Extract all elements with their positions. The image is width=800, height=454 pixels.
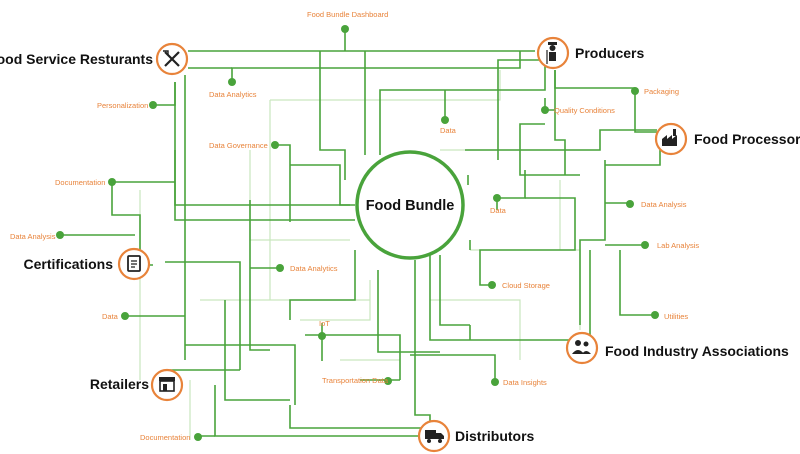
label-documentation-left: Documentation [55, 178, 105, 187]
hub-producers-label: Producers [575, 45, 644, 61]
label-data-insights: Data Insights [503, 378, 547, 387]
center-node[interactable]: Food Bundle [355, 150, 465, 260]
label-personalization: Personalization [97, 101, 148, 110]
utensils-icon [163, 50, 180, 67]
connectors [60, 27, 661, 437]
factory-icon [662, 129, 677, 146]
hub-industry-associations-label: Food Industry Associations [605, 343, 789, 359]
label-quality-conditions: Quality Conditions [554, 106, 615, 115]
center-label: Food Bundle [366, 198, 455, 214]
label-data-analysis-left: Data Analysis [10, 232, 56, 241]
label-data-analytics-top: Data Analytics [209, 90, 257, 99]
hub-industry-associations[interactable]: Food Industry Associations [565, 331, 789, 365]
label-lab-analysis: Lab Analysis [657, 241, 699, 250]
label-data-top: Data [440, 126, 457, 135]
label-data-right: Data [490, 206, 507, 215]
hub-certifications-label: Certifications [24, 256, 114, 272]
certificate-icon [127, 255, 141, 272]
label-data-governance: Data Governance [209, 141, 268, 150]
truck-icon [425, 430, 444, 443]
people-icon [572, 340, 591, 354]
connector-dots [56, 25, 659, 441]
farmer-icon [546, 42, 557, 64]
label-packaging: Packaging [644, 87, 679, 96]
hub-food-service[interactable]: Food Service Resturants [0, 42, 189, 76]
label-utilities: Utilities [664, 312, 688, 321]
label-iot: IoT [319, 319, 330, 328]
hub-retailers[interactable]: Retailers [90, 368, 184, 402]
hub-food-service-label: Food Service Resturants [0, 51, 153, 67]
label-dashboard: Food Bundle Dashboard [307, 10, 388, 19]
hub-producers[interactable]: Producers [536, 36, 644, 70]
label-data-analytics-mid: Data Analytics [290, 264, 338, 273]
hub-distributors[interactable]: Distributors [417, 419, 535, 453]
hub-retailers-label: Retailers [90, 376, 149, 392]
label-documentation-bottom: Documentation [140, 433, 190, 442]
hub-distributors-label: Distributors [455, 428, 535, 444]
node-labels: Food Bundle Dashboard Data Analytics Per… [10, 10, 699, 442]
label-data-analysis-right: Data Analysis [641, 200, 687, 209]
hub-food-processors-label: Food Processors [694, 131, 800, 147]
label-transportation-data: Transportation Data [322, 376, 389, 385]
storefront-icon [159, 377, 175, 392]
label-data-left: Data [102, 312, 119, 321]
hub-certifications[interactable]: Certifications [24, 247, 151, 281]
hub-food-processors[interactable]: Food Processors [654, 122, 800, 156]
label-cloud-storage: Cloud Storage [502, 281, 550, 290]
